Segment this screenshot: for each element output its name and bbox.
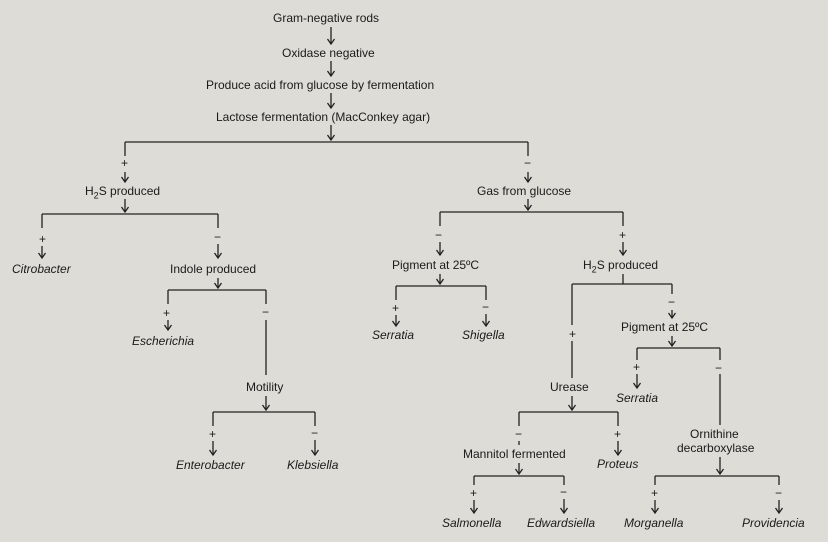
sign-minus: − <box>524 156 532 170</box>
organism-serratia: Serratia <box>372 328 415 342</box>
node-h2s-produced-left: H2S produced <box>85 184 161 201</box>
arrow-head <box>435 249 445 257</box>
node-decarboxylase: decarboxylase <box>677 441 755 455</box>
step-oxidase-negative: Oxidase negative <box>282 46 375 60</box>
organism-shigella: Shigella <box>462 328 505 342</box>
arrow-head <box>715 468 725 476</box>
arrow-head <box>208 449 218 457</box>
arrow-head <box>310 449 320 457</box>
organism-klebsiella: Klebsiella <box>287 458 339 472</box>
sign-plus: + <box>470 486 478 500</box>
arrow-head <box>774 507 784 515</box>
sign-minus: − <box>214 230 222 244</box>
organism-providencia: Providencia <box>742 516 805 530</box>
sign-minus: − <box>262 305 270 319</box>
arrow-head <box>514 468 524 476</box>
sign-plus: + <box>121 156 129 170</box>
arrow-head <box>481 320 491 328</box>
arrow-head <box>326 134 336 142</box>
arrow-head <box>213 252 223 260</box>
node-h2s-produced-right: H2S produced <box>583 258 659 275</box>
arrow-head <box>326 102 336 110</box>
organism-serratia: Serratia <box>616 391 659 405</box>
sign-plus: + <box>619 228 627 242</box>
arrow-head <box>618 249 628 257</box>
sign-plus: + <box>39 232 47 246</box>
sign-minus: − <box>482 300 490 314</box>
arrow-head <box>120 176 130 184</box>
step-acid-from-glucose: Produce acid from glucose by fermentatio… <box>206 78 435 92</box>
sign-minus: − <box>311 426 319 440</box>
node-pigment-25c-right: Pigment at 25ºC <box>621 320 709 334</box>
arrow-head <box>120 206 130 214</box>
arrow-head <box>632 382 642 390</box>
arrow-head <box>523 204 533 212</box>
sign-plus: + <box>633 360 641 374</box>
arrow-head <box>391 320 401 328</box>
arrow-head <box>613 449 623 457</box>
arrow-head <box>559 507 569 515</box>
arrow-head <box>435 278 445 286</box>
node-indole-produced: Indole produced <box>170 262 257 276</box>
sign-plus: + <box>569 327 577 341</box>
node-urease: Urease <box>550 380 589 394</box>
arrow-head <box>469 507 479 515</box>
arrow-head <box>567 404 577 412</box>
arrow-head <box>163 324 173 332</box>
organism-citrobacter: Citrobacter <box>12 262 71 276</box>
arrow-head <box>213 282 223 290</box>
node-pigment-25c-middle: Pigment at 25ºC <box>392 258 480 272</box>
arrow-head <box>261 404 271 412</box>
organism-escherichia: Escherichia <box>132 334 195 348</box>
step-lactose-fermentation: Lactose fermentation (MacConkey agar) <box>216 110 431 124</box>
organism-salmonella: Salmonella <box>442 516 502 530</box>
node-motility: Motility <box>246 380 284 394</box>
arrow-head <box>326 38 336 46</box>
sign-plus: + <box>614 427 622 441</box>
arrow-head <box>37 252 47 260</box>
node-mannitol-fermented: Mannitol fermented <box>463 447 566 461</box>
step-gram-negative-rods: Gram-negative rods <box>273 11 380 25</box>
sign-minus: − <box>515 427 523 441</box>
sign-minus: − <box>715 361 723 375</box>
arrow-head <box>326 70 336 78</box>
organism-morganella: Morganella <box>624 516 684 530</box>
node-ornithine: Ornithine <box>690 427 739 441</box>
organism-enterobacter: Enterobacter <box>176 458 245 472</box>
sign-minus: − <box>435 228 443 242</box>
node-gas-from-glucose: Gas from glucose <box>477 184 572 198</box>
sign-plus: + <box>209 427 217 441</box>
sign-minus: − <box>560 485 568 499</box>
organism-edwardsiella: Edwardsiella <box>527 516 596 530</box>
arrow-head <box>523 176 533 184</box>
arrow-head <box>650 507 660 515</box>
sign-plus: + <box>651 486 659 500</box>
arrow-head <box>667 312 677 320</box>
arrow-head <box>667 340 677 348</box>
organism-proteus: Proteus <box>597 457 639 471</box>
sign-plus: + <box>392 301 400 315</box>
sign-minus: − <box>668 295 676 309</box>
sign-plus: + <box>163 306 171 320</box>
sign-minus: − <box>775 486 783 500</box>
